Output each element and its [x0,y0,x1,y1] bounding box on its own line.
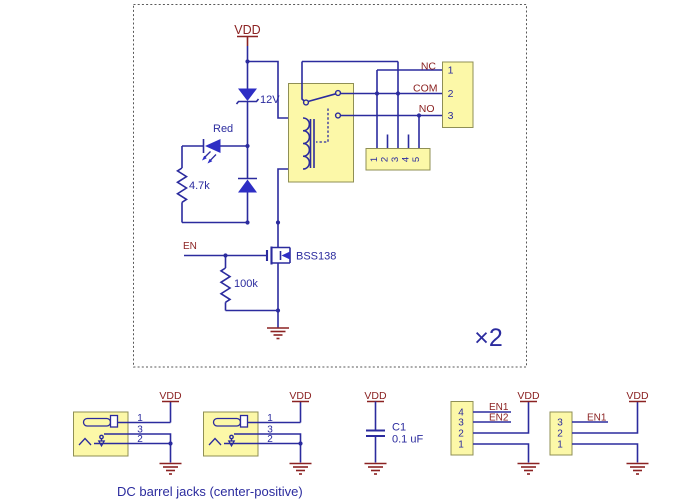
ground-icon [289,462,312,475]
capacitor-value-label: 0.1 uF [392,434,423,446]
jack-pin-3: 3 [137,425,143,436]
vdd-supply-icon: VDD [234,23,261,46]
header4-pin-3: 3 [458,418,464,429]
ground-icon-main [267,327,289,340]
relay-nc-contact [334,89,342,97]
ground-icon [517,462,540,475]
net-label-en: EN [183,241,197,252]
header3-pin-2: 2 [557,429,563,440]
caption-text: DC barrel jacks (center-positive) [117,484,303,499]
net-label-nc: NC [421,61,437,73]
relay-body [288,83,354,183]
relay [288,61,354,183]
ground-icon [364,462,387,475]
vdd-supply-icon: VDD [289,390,312,403]
header-pin-1: 1 [369,157,380,162]
barrel-tip-contact-icon [239,414,249,428]
jack-pin-2: 2 [267,434,273,445]
header4-pin-2: 2 [458,429,464,440]
vdd-supply-icon: VDD [517,390,540,403]
resistor-4k7-icon [176,146,248,224]
header3-pin-1: 1 [557,440,563,451]
vdd-label: VDD [289,390,312,402]
led-name-label: Red [213,123,233,135]
red-led-icon [182,139,248,164]
flyback-diode-icon [238,146,257,223]
relay-pole-contact [302,99,310,106]
relay-coil-icon [302,117,311,170]
vdd-label: VDD [626,390,649,402]
jack-pin-2: 2 [137,434,143,445]
mosfet-bss138-icon [265,222,291,311]
enable-header-3pin: 3 2 1 EN1 VDD [549,390,649,475]
vdd-label: VDD [517,390,540,402]
header-5pin-body [365,148,431,171]
net-label-en2: EN2 [489,412,509,423]
vdd-label: VDD [364,390,387,402]
header3-pin-3: 3 [557,418,563,429]
zener-value-label: 12V [260,94,280,106]
header-5pin: 1 2 3 4 5 [365,148,431,171]
net-label-en1: EN1 [489,402,509,413]
terminal-block-3pin: 1 2 3 [442,61,474,128]
header-pin-4: 4 [401,157,412,162]
mosfet-part-label: BSS138 [296,251,336,263]
vdd-supply-icon: VDD [364,390,387,403]
bottom-section: 1 3 2 VDD [73,390,649,499]
header-pin-3: 3 [390,157,401,162]
relay-switch-arm [307,93,337,103]
capacitor-name-label: C1 [392,422,406,434]
relay-no-contact [334,112,342,119]
header4-pin-4: 4 [458,408,464,419]
ground-icon [626,462,649,475]
header-pin-5: 5 [411,157,422,162]
net-label-com: COM [413,83,438,95]
contact-wires [302,60,443,149]
header4-pin-1: 1 [458,440,464,451]
vdd-label: VDD [234,23,260,37]
sleeve-contact-icon [78,437,92,446]
enable-header-4pin: 4 3 2 1 EN1 EN2 VDD [450,390,540,475]
resistor-100k-value-label: 100k [234,278,258,290]
relay-actuator-link [316,108,329,143]
terminal-block-body [442,61,474,128]
switch-contact-icon [229,434,234,440]
ground-icon [159,462,182,475]
enable-header-4pin-body [450,401,474,456]
jack-pin-1: 1 [267,413,273,424]
resistor-4k7-value-label: 4.7k [189,180,210,192]
resistor-100k-icon [219,255,278,312]
terminal-pin-3: 3 [448,110,454,122]
barrel-tip-contact-icon [109,414,119,428]
vdd-supply-icon: VDD [159,390,182,403]
barrel-jack-1: 1 3 2 VDD [73,390,182,475]
vdd-supply-icon: VDD [626,390,649,403]
net-label-no: NO [419,103,435,115]
sleeve-contact-icon [208,437,222,446]
terminal-pin-1: 1 [448,65,454,77]
switch-contact-icon [99,434,104,440]
header-pin-2: 2 [380,157,391,162]
multiplier-label: ×2 [474,324,503,352]
jack-pin-3: 3 [267,425,273,436]
net-label-en1: EN1 [587,412,607,423]
terminal-pin-2: 2 [448,88,454,100]
vdd-label: VDD [159,390,182,402]
main-circuit: VDD 12V Red [176,23,503,352]
barrel-jack-2: 1 3 2 VDD [203,390,312,475]
capacitor-c1: VDD C1 0.1 uF [364,390,423,475]
jack-pin-1: 1 [137,413,143,424]
